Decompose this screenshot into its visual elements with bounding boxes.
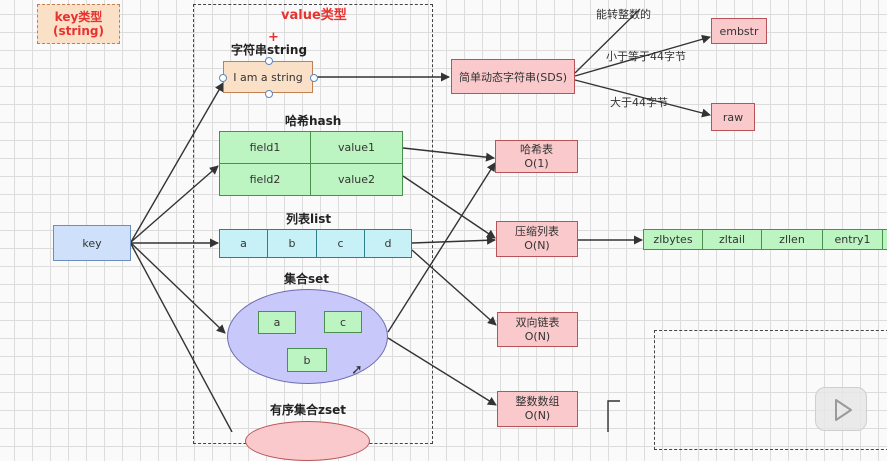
edge-key-set (130, 242, 226, 334)
ziplist-part: entry1 (822, 229, 883, 250)
intset-name: 整数数组 (515, 395, 560, 408)
value-type-title: value类型 (281, 8, 347, 23)
ziplist-part: zllen (761, 229, 823, 250)
plus-marker-icon: + (268, 30, 279, 45)
list-cell: b (267, 229, 317, 258)
play-button[interactable] (815, 387, 867, 431)
set-member: a (258, 311, 296, 334)
edge-sds-embstr (574, 34, 711, 77)
edge-label-int: 能转整数的 (596, 8, 651, 21)
sds-box: 简单动态字符串(SDS) (451, 59, 575, 94)
ziplist-name: 压缩列表 (515, 225, 559, 238)
key-box: key (53, 225, 131, 261)
selection-handle-icon (219, 74, 227, 82)
hash-cell: field1 (219, 131, 311, 164)
edge-set-intset (387, 337, 497, 406)
linkedlist-complexity: O(N) (524, 329, 551, 343)
hash-cell: value2 (310, 163, 403, 196)
zset-ellipse (245, 421, 370, 461)
list-title: 列表list (286, 212, 332, 226)
hash-title: 哈希hash (285, 114, 342, 128)
edge-list-linkedlist (411, 249, 497, 326)
intset-box: 整数数组 O(N) (497, 391, 578, 427)
ziplist-part: zlbytes (643, 229, 703, 250)
hash-cell: value1 (310, 131, 403, 164)
zset-title: 有序集合zset (270, 403, 347, 417)
edge-key-string (130, 82, 224, 243)
edge-hash-hashtable (402, 147, 495, 162)
hashtable-complexity: O(1) (524, 156, 549, 170)
string-box: I am a string (223, 61, 313, 93)
edge-sds-int (574, 8, 641, 74)
key-type-title: key类型 (string) (37, 4, 120, 44)
intset-complexity: O(N) (524, 409, 551, 422)
ziplist-complexity: O(N) (524, 239, 550, 252)
ziplist-box: 压缩列表 O(N) (496, 221, 578, 257)
hashtable-name: 哈希表 (520, 142, 553, 156)
edge-key-zset (130, 243, 233, 432)
edge-sds-raw (574, 79, 711, 118)
cursor-icon: ➚ (351, 362, 363, 378)
selection-handle-icon (265, 90, 273, 98)
edge-label-gt44: 大于44字节 (610, 96, 668, 109)
hash-cell: field2 (219, 163, 311, 196)
edge-hash-ziplist (402, 175, 496, 239)
set-member: b (287, 348, 327, 372)
selection-handle-icon (310, 74, 318, 82)
selection-handle-icon (265, 57, 273, 65)
edge-key-hash (130, 165, 219, 243)
set-member: c (324, 311, 362, 333)
linkedlist-box: 双向链表 O(N) (497, 312, 578, 347)
set-title: 集合set (284, 272, 330, 286)
linkedlist-name: 双向链表 (515, 315, 560, 329)
play-icon (835, 399, 852, 421)
ziplist-part: zltail (702, 229, 762, 250)
ziplist-part (882, 229, 887, 250)
string-title: 字符串string (231, 43, 308, 57)
hashtable-box: 哈希表 O(1) (495, 140, 578, 173)
connectors (130, 8, 711, 432)
list-cell: c (316, 229, 365, 258)
edge-list-ziplist (411, 235, 496, 245)
list-cell: d (364, 229, 412, 258)
edge-set-hashtable (387, 162, 496, 333)
edge-label-le44: 小于等于44字节 (606, 50, 686, 63)
raw-box: raw (711, 103, 755, 131)
edge-lower (607, 400, 620, 432)
list-cell: a (219, 229, 268, 258)
embstr-box: embstr (711, 18, 767, 44)
